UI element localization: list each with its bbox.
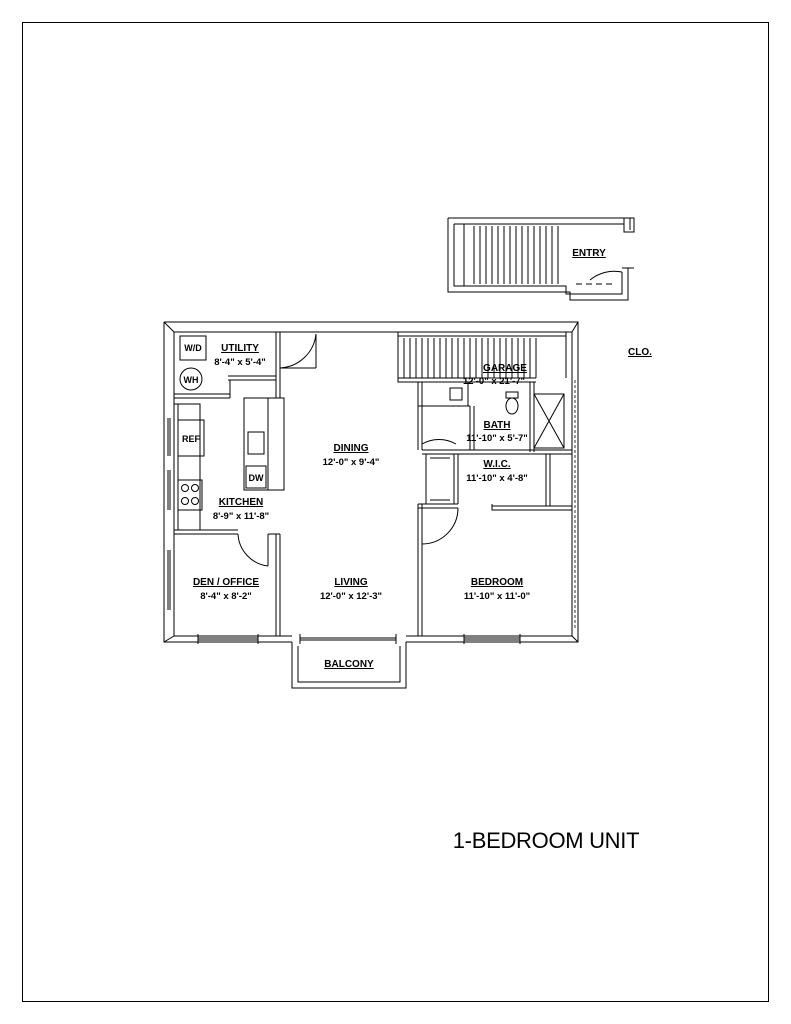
entry-label: ENTRY bbox=[572, 248, 606, 259]
washer-dryer-label: W/D bbox=[184, 343, 202, 353]
left-windows bbox=[167, 418, 171, 610]
bath-dims: 11'-10" x 5'-7" bbox=[466, 433, 528, 444]
garage-stair-treads bbox=[403, 338, 537, 378]
dining-label: DINING bbox=[334, 443, 369, 454]
closet-label: CLO. bbox=[628, 347, 652, 358]
kitchen-dims: 8'-9" x 11'-8" bbox=[213, 511, 269, 522]
water-heater-label: WH bbox=[184, 375, 199, 385]
unit-exterior-walls bbox=[163, 321, 579, 643]
water-heater bbox=[179, 367, 203, 391]
refrigerator-label: REF bbox=[182, 434, 201, 444]
sheet-border bbox=[22, 22, 769, 1002]
balcony-label: BALCONY bbox=[324, 659, 374, 670]
bottom-windows bbox=[197, 634, 521, 644]
dishwasher-label: DW bbox=[249, 473, 264, 483]
bedroom-dims: 11'-10" x 11'-0" bbox=[464, 591, 530, 602]
garage-label: GARAGE bbox=[483, 363, 527, 374]
den-dims: 8'-4" x 8'-2" bbox=[200, 591, 252, 602]
kitchen-label: KITCHEN bbox=[219, 497, 263, 508]
dining-dims: 12'-0" x 9'-4" bbox=[323, 457, 380, 468]
balcony-outline bbox=[291, 642, 407, 689]
utility-dims: 8'-4" x 5'-4" bbox=[214, 357, 266, 368]
wic-dims: 11'-10" x 4'-8" bbox=[466, 473, 528, 484]
entry-stair-treads bbox=[473, 226, 559, 284]
garage-dims: 12'-0" x 21'-7" bbox=[463, 376, 525, 387]
washer-dryer bbox=[179, 335, 207, 361]
dishwasher bbox=[245, 465, 267, 489]
entry-stair bbox=[447, 217, 635, 301]
interior-walls bbox=[174, 332, 572, 636]
bedroom-label: BEDROOM bbox=[471, 577, 523, 588]
living-dims: 12'-0" x 12'-3" bbox=[320, 591, 382, 602]
range-stove bbox=[177, 479, 203, 511]
utility-label: UTILITY bbox=[221, 343, 259, 354]
bath-label: BATH bbox=[483, 420, 510, 431]
sheet-title: 1-BEDROOM UNIT bbox=[453, 828, 639, 853]
den-label: DEN / OFFICE bbox=[193, 577, 259, 588]
garage-stair-rail bbox=[398, 332, 567, 378]
refrigerator bbox=[177, 419, 205, 457]
wic-label: W.I.C. bbox=[483, 459, 510, 470]
living-label: LIVING bbox=[334, 577, 368, 588]
